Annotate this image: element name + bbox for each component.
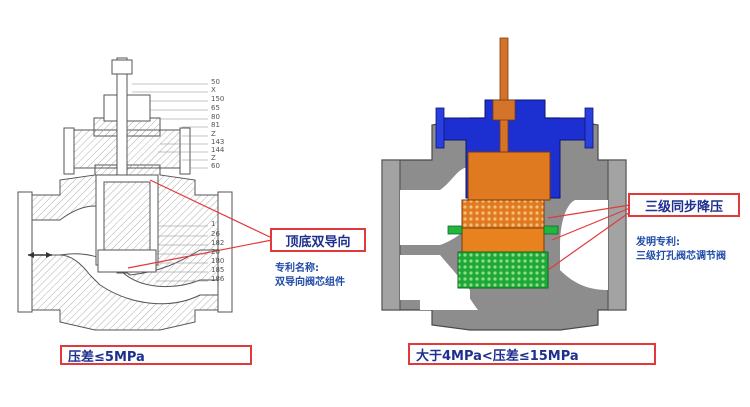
- part-number-label: X: [211, 86, 216, 94]
- part-number-label: 185: [211, 266, 225, 274]
- part-number-label: Z: [211, 130, 216, 138]
- part-number-label: 182: [211, 239, 225, 247]
- right-patent-label: 发明专利:: [636, 237, 680, 248]
- callout-top-bottom-dual-guide: 顶底双导向: [270, 228, 366, 252]
- callout-left-pressure-text: 压差≤5MPa: [68, 349, 145, 365]
- part-number-label: 20: [211, 248, 220, 256]
- part-number-label: 81: [211, 121, 220, 129]
- part-number-label: 143: [211, 138, 225, 146]
- callout-top-bottom-dual-guide-text: 顶底双导向: [285, 234, 351, 250]
- right-valve-cutaway: [381, 37, 631, 331]
- part-number-label: 186: [211, 275, 225, 283]
- left-valve-drawing: [17, 57, 273, 331]
- callout-right-pressure-text: 大于4MPa<压差≤15MPa: [416, 348, 579, 364]
- right-patent-note: 发明专利: 三级打孔阀芯调节阀: [636, 236, 726, 264]
- right-patent-name: 三级打孔阀芯调节阀: [636, 251, 726, 262]
- left-patent-name: 双导向阀芯组件: [275, 277, 345, 288]
- callout-left-pressure: 压差≤5MPa: [60, 345, 252, 365]
- part-number-label: 150: [211, 95, 225, 103]
- callout-three-stage-pressure-drop: 三级同步降压: [628, 193, 740, 217]
- part-number-label: 50: [211, 78, 220, 86]
- part-number-label: 65: [211, 104, 220, 112]
- callout-right-pressure: 大于4MPa<压差≤15MPa: [408, 343, 656, 365]
- part-number-label: 180: [211, 257, 225, 265]
- part-number-label: 80: [211, 113, 220, 121]
- part-number-label: 26: [211, 230, 220, 238]
- callout-three-stage-pressure-drop-text: 三级同步降压: [644, 199, 723, 215]
- left-patent-label: 专利名称:: [275, 263, 319, 274]
- part-number-label: Z: [211, 154, 216, 162]
- part-number-label: 60: [211, 162, 220, 170]
- left-patent-note: 专利名称: 双导向阀芯组件: [275, 262, 345, 290]
- part-number-label: 1: [211, 220, 216, 228]
- part-number-label: 144: [211, 146, 225, 154]
